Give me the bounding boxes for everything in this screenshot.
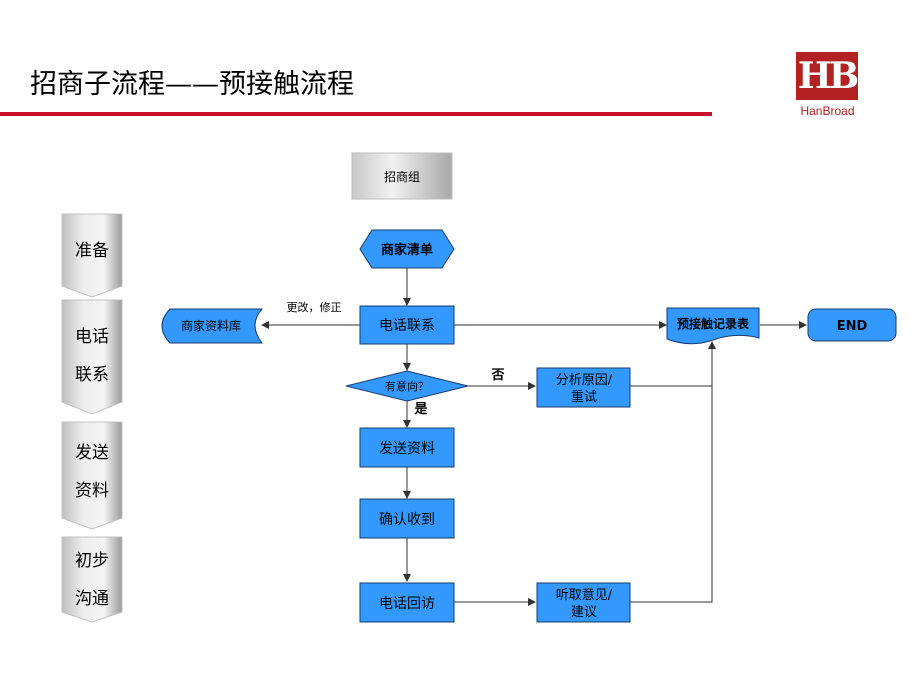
listen-line-2: 建议: [571, 605, 597, 620]
callback-node: 电话回访: [379, 596, 435, 612]
yes-label: 是: [413, 402, 428, 417]
phase-shape-prepare: [61, 213, 123, 298]
start-node: 商家清单: [381, 242, 433, 258]
phase-shape-communicate: [61, 536, 123, 623]
phase-send: 发送 资料: [75, 443, 109, 501]
edit-label: 更改，修正: [287, 300, 342, 314]
call-box: [359, 305, 455, 345]
phase-communicate: 初步 沟通: [75, 551, 109, 609]
phase-shape-send: [61, 421, 123, 530]
no-label: 否: [490, 368, 504, 383]
record-node: 预接触记录表: [677, 316, 750, 331]
callback-box: [359, 582, 455, 623]
title-underline: [0, 112, 712, 116]
send-box: [359, 427, 455, 468]
database-shape: [161, 308, 264, 344]
record-shape: [666, 307, 760, 345]
logo-caption: HanBroad: [800, 104, 855, 118]
lane-header-box: [351, 152, 453, 200]
confirm-box: [359, 498, 455, 539]
page-title: 招商子流程——预接触流程: [30, 69, 354, 100]
phase-call: 电话 联系: [75, 327, 109, 385]
start-node-shape: [359, 229, 455, 269]
arrow-listen-to-record: [630, 386, 713, 603]
analyze-box: [536, 367, 631, 408]
hanbroad-logo: HB: [796, 52, 859, 100]
call-node: 电话联系: [379, 318, 435, 334]
send-node: 发送资料: [379, 441, 435, 457]
lane-header: 招商组: [384, 169, 420, 184]
phase-prepare: 准备: [75, 241, 109, 261]
end-box: [807, 308, 897, 342]
analyze-line-1: 分析原因/: [556, 373, 613, 388]
confirm-node: 确认收到: [379, 512, 435, 528]
decision-shape: [345, 370, 469, 402]
listen-line-1: 听取意见/: [556, 587, 613, 603]
listen-box: [536, 582, 631, 623]
analyze-line-2: 重试: [571, 389, 597, 405]
decision-node: 有意向？: [385, 379, 429, 393]
arrow-analyze-to-record: [630, 341, 716, 387]
phase-shape-call: [61, 299, 123, 415]
database-node: 商家资料库: [181, 318, 241, 333]
end-node: END: [837, 319, 868, 334]
